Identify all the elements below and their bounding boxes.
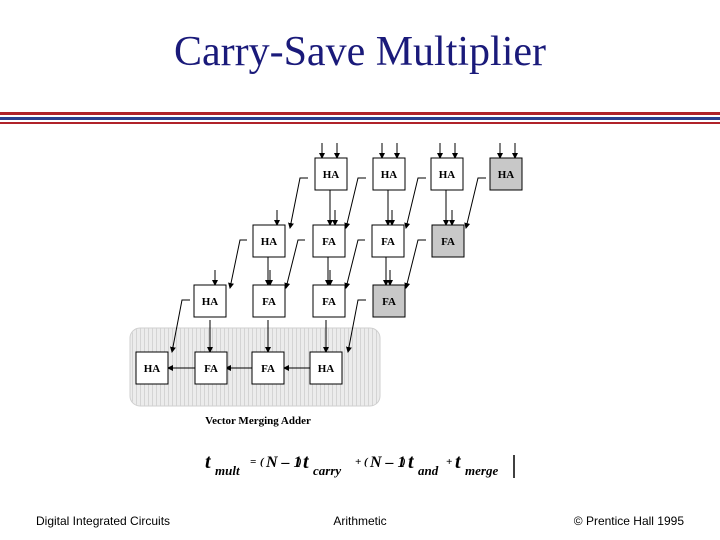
adder-cell [372,157,406,191]
formula-sub-carry: carry [313,463,341,478]
merge-row: HA FA FA HA [135,351,343,385]
formula-t3: t [408,451,415,473]
input-arrows [212,143,518,286]
adder-cell [371,224,405,258]
cell-label: FA [261,363,275,375]
merge-cell [309,351,343,385]
formula-n1-2: N – 1 [369,454,406,471]
cell-label: HA [318,363,335,375]
formula-plus2: + [446,456,452,468]
adder-cell [489,157,523,191]
cell-label: FA [382,296,396,308]
formula-sub-mult: mult [215,463,240,478]
formula-t2: t [303,451,310,473]
adder-cell [314,157,348,191]
cell-label: HA [439,169,456,181]
cell-label: FA [322,236,336,248]
slide-title: Carry-Save Multiplier [173,29,547,75]
cell-label: HA [323,169,340,181]
cell-label: HA [261,236,278,248]
cell-row-1: HA FA FA FA [252,224,465,258]
formula-open: ( [260,456,265,468]
cell-row-2: HA FA FA FA [193,284,406,318]
cell-label: HA [381,169,398,181]
cell-label: FA [381,236,395,248]
merge-cell [251,351,285,385]
cell-label: FA [322,296,336,308]
formula-close: ) [297,456,302,468]
carry-connections [167,177,486,371]
adder-cell [312,224,346,258]
title-rule-red-top [0,112,720,115]
cell-label: HA [498,169,515,181]
footer-center: Arithmetic [333,514,387,528]
adder-cell [193,284,227,318]
cell-label: FA [262,296,276,308]
delay-formula: t mult = ( N – 1 ) t carry + ( N – 1 ) t… [205,451,515,478]
merge-cell [135,351,169,385]
formula-eq: = [250,456,256,468]
formula-close2: ) [401,456,406,468]
title-rule-blue [0,117,720,120]
cell-label: HA [144,363,161,375]
formula-open2: ( [364,456,369,468]
footer-left: Digital Integrated Circuits [36,514,171,528]
adder-cell [431,224,465,258]
adder-cell [372,284,406,318]
merge-label: Vector Merging Adder [205,415,311,427]
formula-sub-and: and [418,463,439,478]
formula-t4: t [455,451,462,473]
cell-row-0: HA HA HA HA [314,157,523,191]
title-rule-red-bottom [0,122,720,124]
footer-right: © Prentice Hall 1995 [573,514,684,528]
adder-cell [430,157,464,191]
formula-t: t [205,451,212,473]
formula-sub-merge: merge [465,463,498,478]
adder-cell [252,284,286,318]
cell-label: FA [441,236,455,248]
adder-cell [312,284,346,318]
cell-label: FA [204,363,218,375]
adder-cell [252,224,286,258]
cell-label: HA [202,296,219,308]
formula-plus: + [355,456,361,468]
merge-cell [194,351,228,385]
formula-n1: N – 1 [265,454,302,471]
